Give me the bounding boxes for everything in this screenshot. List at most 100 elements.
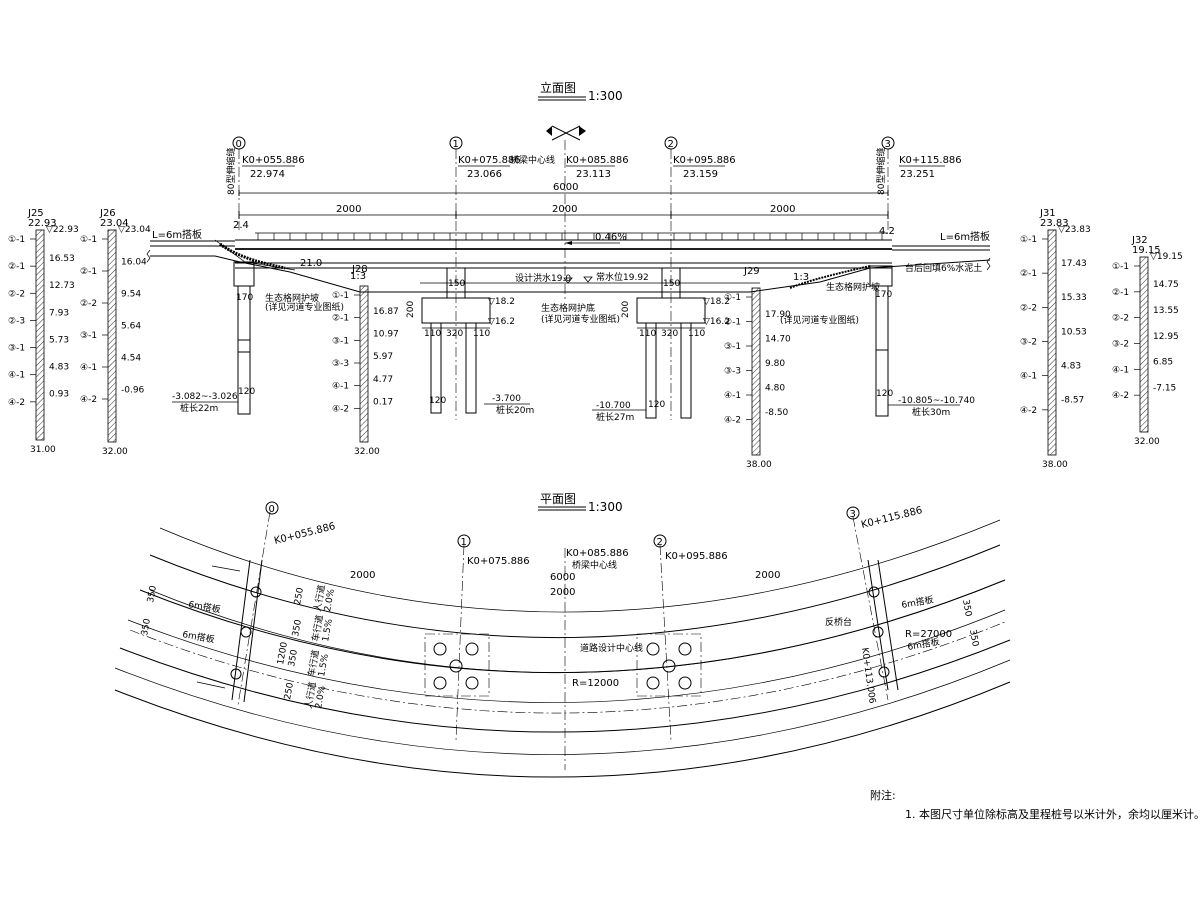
eco-left-label: 生态格网护坡	[265, 292, 319, 304]
svg-text:2.0%: 2.0%	[314, 685, 328, 710]
svg-text:250: 250	[293, 587, 306, 606]
svg-text:110: 110	[473, 329, 490, 339]
borehole-top-elev-r: ▽23.83	[1058, 225, 1091, 235]
borehole-id: J32	[1131, 235, 1148, 246]
borehole-layer: ④-1	[332, 382, 349, 392]
svg-text:170: 170	[236, 293, 253, 303]
borehole-bottom: 38.00	[746, 460, 772, 470]
abut-backfill-note: 台后回填6%水泥土	[905, 262, 982, 274]
borehole-depth-value: 4.83	[1061, 361, 1081, 371]
expansion-joint-right: 80型伸缩缝	[875, 148, 887, 195]
pile-len-pier1: 桩长20m	[496, 404, 534, 416]
borehole-id: J26	[99, 208, 116, 219]
borehole-layer: ④-2	[80, 395, 97, 405]
borehole-J29: J2938.00①-1②-1③-1③-3④-1④-217.9014.709.80…	[724, 266, 791, 470]
svg-text:0: 0	[236, 139, 242, 150]
borehole-J32: J3219.15▽19.1532.00①-1②-1②-2③-2④-1④-214.…	[1112, 235, 1183, 447]
borehole-top-elev: 22.93	[28, 218, 57, 229]
eco-mid-note: (详见河道专业图纸)	[541, 313, 620, 325]
borehole-depth-value: 7.93	[49, 308, 69, 318]
svg-text:350: 350	[140, 618, 153, 637]
plan-axis-1: 1 K0+075.886	[457, 534, 530, 567]
pile-len-right: 桩长30m	[912, 406, 950, 418]
svg-text:2.0%: 2.0%	[323, 588, 337, 613]
abut-offset-right: 4.2	[879, 226, 895, 237]
borehole-top-elev-r: ▽19.15	[1150, 252, 1183, 262]
axis-1: 1 K0+075.886 23.066	[449, 136, 521, 420]
borehole-bottom: 31.00	[30, 445, 56, 455]
borehole-depth-value: 16.04	[121, 257, 147, 267]
svg-text:350: 350	[291, 619, 304, 638]
borehole-top-elev-r: ▽22.93	[46, 225, 79, 235]
borehole-layer: ③-2	[1112, 340, 1129, 350]
borehole-depth-value: 5.73	[49, 335, 69, 345]
center-label: 桥梁中心线	[510, 154, 555, 166]
svg-text:320: 320	[661, 329, 678, 339]
svg-text:1: 1	[453, 139, 459, 150]
svg-text:350: 350	[960, 599, 973, 618]
svg-text:2: 2	[668, 139, 674, 150]
plan-axis-2: 2 K0+095.886	[653, 534, 728, 562]
eco-right-note: (详见河道专业图纸)	[780, 314, 859, 326]
plan-span-3: 2000	[755, 570, 780, 581]
eco-right-label: 生态格网护坡	[826, 281, 880, 293]
axis-center: 桥梁中心线 K0+085.886 23.113	[510, 125, 629, 300]
borehole-layer: ③-1	[332, 336, 349, 346]
svg-text:150: 150	[448, 279, 465, 289]
borehole-id: J25	[27, 208, 44, 219]
pile-tip-pier1: -3.700	[492, 394, 521, 404]
svg-text:250: 250	[283, 682, 296, 701]
borehole-depth-value: 15.33	[1061, 293, 1087, 303]
borehole-layer: ④-2	[724, 416, 741, 426]
borehole-depth-value: 16.87	[373, 307, 399, 317]
borehole-top-elev-r: ▽23.04	[118, 225, 151, 235]
borehole-depth-value: 5.64	[121, 321, 141, 331]
svg-text:2: 2	[657, 537, 663, 548]
borehole-bottom: 32.00	[1134, 437, 1160, 447]
borehole-layer: ①-1	[80, 235, 97, 245]
svg-text:350: 350	[146, 585, 159, 604]
borehole-top-elev: 23.04	[100, 218, 129, 229]
pile-len-pier2: 桩长27m	[596, 411, 634, 423]
svg-text:1: 1	[461, 537, 467, 548]
borehole-J26: J2623.04▽23.0432.00①-1②-1②-2③-1④-1④-216.…	[80, 208, 151, 457]
borehole-layer: ④-2	[8, 398, 25, 408]
borehole-id: J29	[743, 266, 760, 277]
svg-text:350: 350	[287, 649, 300, 668]
plan-slab-left-2: 6m搭板	[181, 628, 215, 645]
abutment-left: 170 120 -3.082~-3.026 桩长22m	[172, 261, 255, 415]
radius-inner: R=12000	[572, 678, 619, 689]
notes-heading: 附注:	[870, 788, 896, 802]
borehole-column	[107, 229, 117, 443]
plan-scale: 1:300	[588, 500, 623, 514]
plan-pier-2	[636, 633, 702, 697]
borehole-column	[1139, 256, 1149, 433]
road-center-label: 道路设计中心线	[580, 642, 643, 654]
plan-span-1: 2000	[350, 570, 375, 581]
pile-tip-left: -3.082~-3.026	[172, 392, 238, 402]
borehole-layer: ②-1	[332, 314, 349, 324]
borehole-layer: ②-3	[8, 316, 25, 326]
borehole-column	[751, 287, 761, 456]
abutment-right: 170 120 -10.805~-10.740 桩长30m	[869, 265, 975, 418]
borehole-bottom: 32.00	[102, 447, 128, 457]
svg-text:1.5%: 1.5%	[321, 618, 335, 643]
top-elev: 21.0	[300, 258, 322, 269]
elevation-scale: 1:300	[588, 89, 623, 103]
axis-2: 2 K0+095.886 23.159	[664, 136, 736, 420]
total-span: 6000	[553, 182, 578, 193]
borehole-depth-value: 4.77	[373, 375, 393, 385]
normal-water: 常水位19.92	[596, 271, 649, 283]
borehole-layer: ②-2	[8, 289, 25, 299]
borehole-depth-value: 16.53	[49, 254, 75, 264]
borehole-layer: ④-2	[1020, 406, 1037, 416]
borehole-layer: ②-1	[80, 267, 97, 277]
svg-text:200: 200	[406, 301, 416, 318]
borehole-layer: ④-1	[8, 371, 25, 381]
borehole-top-elev: 19.15	[1132, 245, 1161, 256]
plan-station-3: K0+115.886	[860, 505, 923, 531]
center-elev: 23.113	[576, 169, 611, 180]
slope-ratio-right: 1:3	[793, 272, 809, 283]
plan-station-2: K0+095.886	[665, 551, 728, 562]
